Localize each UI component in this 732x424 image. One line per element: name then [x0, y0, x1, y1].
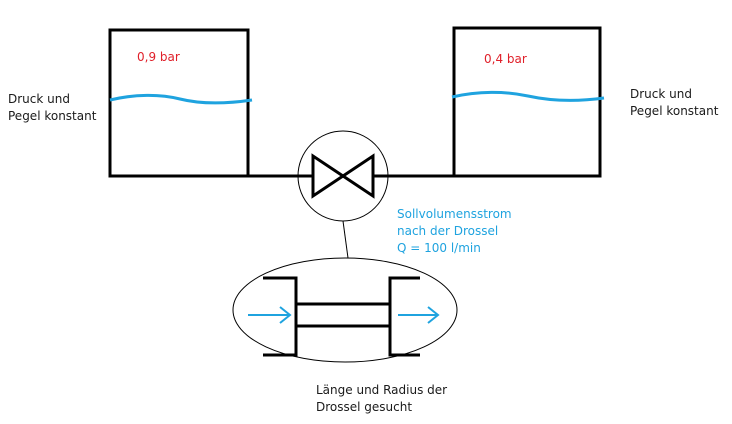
right-side-label-line2: Pegel konstant	[630, 104, 719, 118]
flow-note-line2: nach der Drossel	[397, 224, 499, 238]
left-side-label-line2: Pegel konstant	[8, 109, 97, 123]
bottom-note-line2: Drossel gesucht	[316, 400, 413, 414]
right-water-level	[451, 90, 605, 102]
right-tank-pressure: 0,4 bar	[484, 52, 527, 66]
flow-note-line3: Q = 100 l/min	[397, 241, 481, 255]
arrow-right-icon	[248, 306, 292, 324]
right-tank	[452, 26, 602, 178]
left-water-level	[109, 93, 253, 105]
flow-note-line1: Sollvolumensstrom	[397, 207, 512, 221]
throttle-detail	[263, 276, 420, 357]
left-tank-pressure: 0,9 bar	[137, 50, 180, 64]
arrow-right-icon	[398, 306, 440, 324]
right-side-label-line1: Druck und	[630, 87, 692, 101]
detail-ellipse	[232, 257, 458, 363]
bottom-note-line1: Länge und Radius der	[316, 383, 448, 397]
left-tank	[108, 28, 250, 178]
left-side-label-line1: Druck und	[8, 92, 70, 106]
detail-leader-line	[342, 220, 349, 259]
valve-icon	[311, 153, 375, 199]
